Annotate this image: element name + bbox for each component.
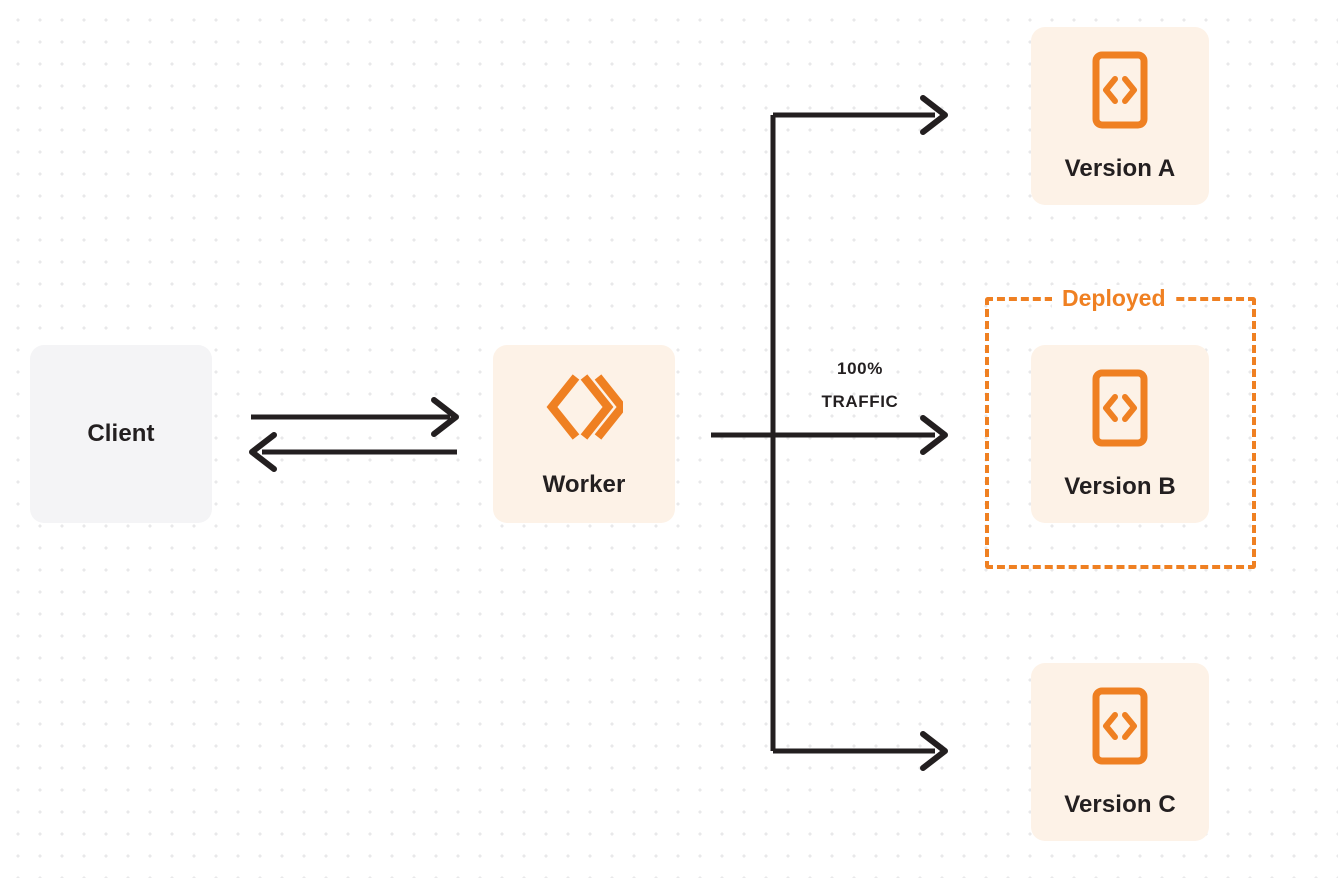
edge-worker-to-version-b	[920, 415, 948, 455]
edge-worker-to-version-c	[773, 731, 948, 771]
traffic-percent: 100%	[837, 359, 883, 378]
node-worker[interactable]: Worker	[493, 345, 675, 523]
code-file-icon	[1090, 50, 1150, 135]
version-b-label: Version B	[1064, 472, 1176, 500]
deployed-group-label: Deployed	[1052, 285, 1176, 311]
node-version-c[interactable]: Version C	[1031, 663, 1209, 841]
traffic-label: 100% TRAFFIC	[795, 352, 925, 418]
cloudflare-workers-logo-icon	[545, 370, 628, 449]
client-label: Client	[87, 420, 155, 447]
edge-worker-to-version-a	[773, 95, 948, 135]
edge-worker-to-client	[249, 432, 457, 472]
node-version-a[interactable]: Version A	[1031, 27, 1209, 205]
code-file-icon	[1090, 686, 1150, 771]
code-file-icon	[1090, 368, 1150, 453]
version-c-label: Version C	[1064, 790, 1176, 818]
worker-label: Worker	[542, 470, 626, 498]
edge-worker-trunk	[711, 115, 935, 751]
node-version-b[interactable]: Version B	[1031, 345, 1209, 523]
node-client[interactable]: Client	[30, 345, 212, 523]
traffic-word: TRAFFIC	[821, 392, 899, 411]
edge-client-to-worker	[251, 397, 459, 437]
version-a-label: Version A	[1064, 154, 1176, 182]
